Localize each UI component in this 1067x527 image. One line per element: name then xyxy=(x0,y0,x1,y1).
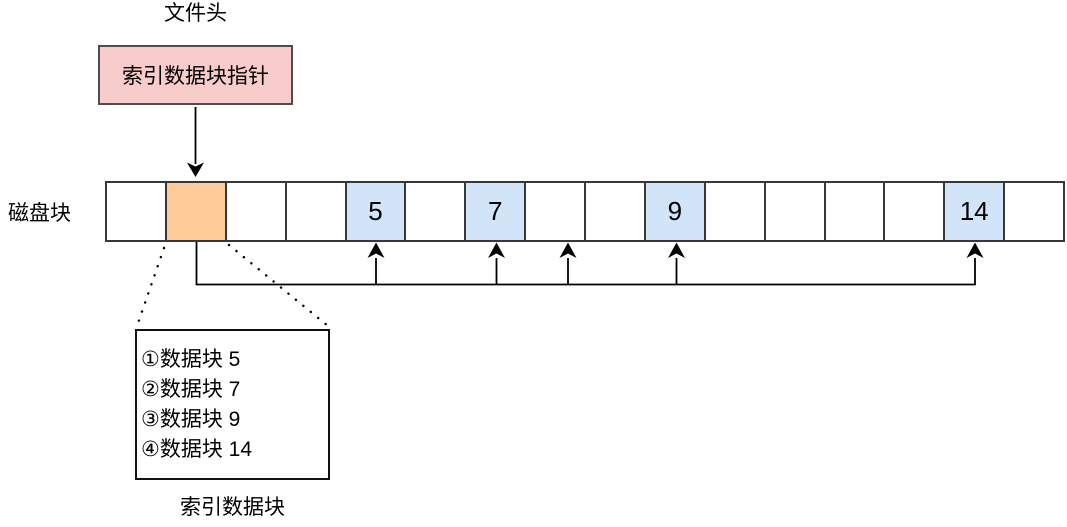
dotted-line-left xyxy=(135,246,166,328)
arrowhead-up-icon xyxy=(668,242,685,258)
disk-block-0 xyxy=(107,183,167,240)
dotted-line-right xyxy=(227,243,330,328)
disk-block-5 xyxy=(406,183,467,240)
index-entry-1: ①数据块 5 xyxy=(141,348,241,371)
disk-block-6: 7 xyxy=(466,183,527,240)
disk-block-9: 9 xyxy=(645,183,706,240)
index-entry-4: ④数据块 14 xyxy=(141,438,253,461)
arrowhead-down-icon xyxy=(187,162,204,177)
disk-block-12 xyxy=(825,183,886,240)
disk-block-3 xyxy=(286,183,347,240)
arrowhead-up-icon xyxy=(559,242,577,258)
disk-block-11 xyxy=(765,183,826,240)
index-entry-2: ②数据块 7 xyxy=(141,378,241,401)
disk-block-15 xyxy=(1005,183,1063,240)
file-header-label: 文件头 xyxy=(164,2,227,25)
zoom-dotted-lines xyxy=(135,243,330,328)
index-pointer-box: 索引数据块指针 xyxy=(98,45,293,105)
disk-block-1 xyxy=(166,183,227,240)
disk-block-2 xyxy=(226,183,287,240)
arrowhead-up-icon xyxy=(488,242,505,258)
disk-block-8 xyxy=(586,183,646,240)
index-data-block-box: ①数据块 5 ②数据块 7 ③数据块 9 ④数据块 14 xyxy=(135,329,330,480)
index-to-data-connector xyxy=(195,242,984,286)
disk-block-7 xyxy=(526,183,586,240)
arrowhead-up-icon xyxy=(367,242,385,258)
index-data-block-label: 索引数据块 xyxy=(180,496,285,519)
pointer-arrow xyxy=(187,107,204,177)
arrowhead-up-icon xyxy=(966,242,984,258)
disk-block-13 xyxy=(885,183,946,240)
index-entry-3: ③数据块 9 xyxy=(141,408,241,431)
disk-block-14: 14 xyxy=(945,183,1006,240)
disk-block-row: 5 7 9 14 xyxy=(105,181,1065,242)
index-pointer-label: 索引数据块指针 xyxy=(122,65,269,88)
disk-block-10 xyxy=(705,183,766,240)
disk-row-label: 磁盘块 xyxy=(8,201,71,225)
disk-block-4: 5 xyxy=(346,183,407,240)
